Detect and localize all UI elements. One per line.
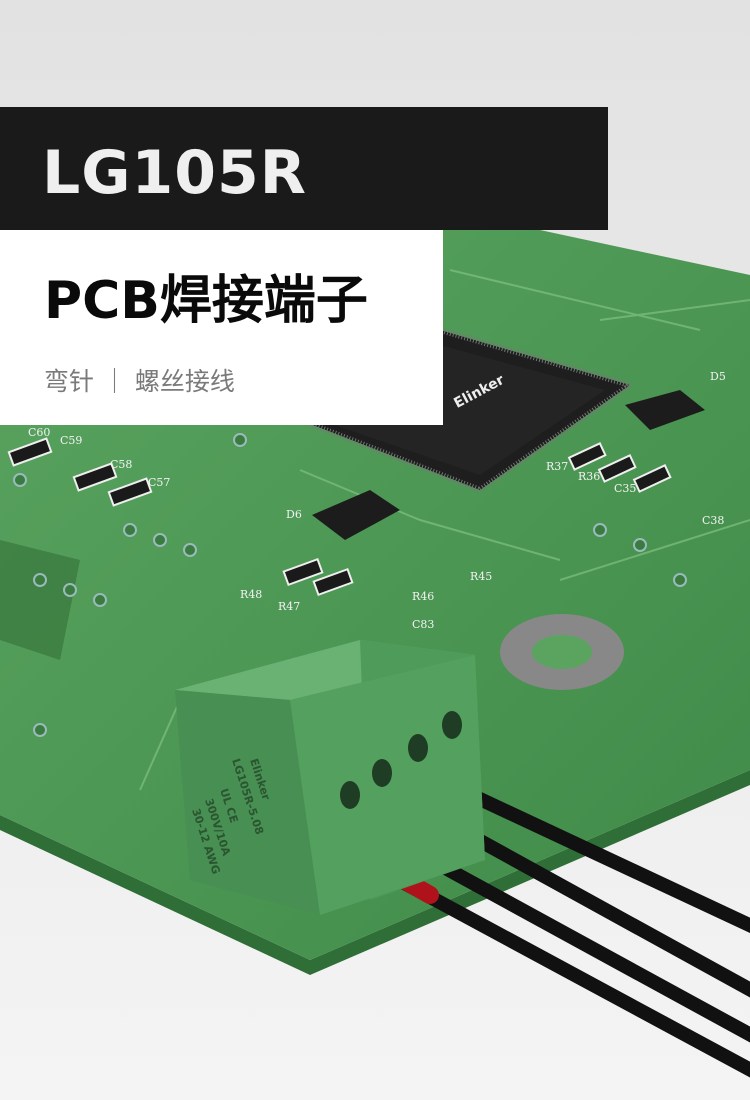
- model-number: LG105R: [42, 138, 307, 208]
- product-title: PCB焊接端子: [44, 271, 368, 331]
- silk-label: D5: [710, 370, 726, 383]
- silk-label: C83: [412, 618, 434, 631]
- silk-label: R36: [578, 470, 600, 483]
- silk-label: R46: [412, 590, 434, 603]
- diode-d5: [625, 390, 705, 430]
- model-banner: [0, 107, 608, 230]
- silk-label: R37: [546, 460, 568, 473]
- silk-label: R48: [240, 588, 262, 601]
- terminal-block: Elinker LG105R-5.08 UL CE 300V/10A 30-12…: [175, 640, 485, 915]
- product-subtitle: 弯针 ｜ 螺丝接线: [44, 367, 235, 396]
- silk-label: C35: [614, 482, 636, 495]
- silk-label: R47: [278, 600, 300, 613]
- title-panel: [0, 230, 443, 425]
- silk-label: C58: [110, 458, 132, 471]
- silk-label: C57: [148, 476, 170, 489]
- silk-label: D6: [286, 508, 302, 521]
- pcb-board-edge: [0, 770, 750, 975]
- silk-label: R45: [470, 570, 492, 583]
- silk-label: C60: [28, 426, 50, 439]
- silk-label: C59: [60, 434, 82, 447]
- diode-d6: [312, 490, 400, 540]
- silk-label: C38: [702, 514, 724, 527]
